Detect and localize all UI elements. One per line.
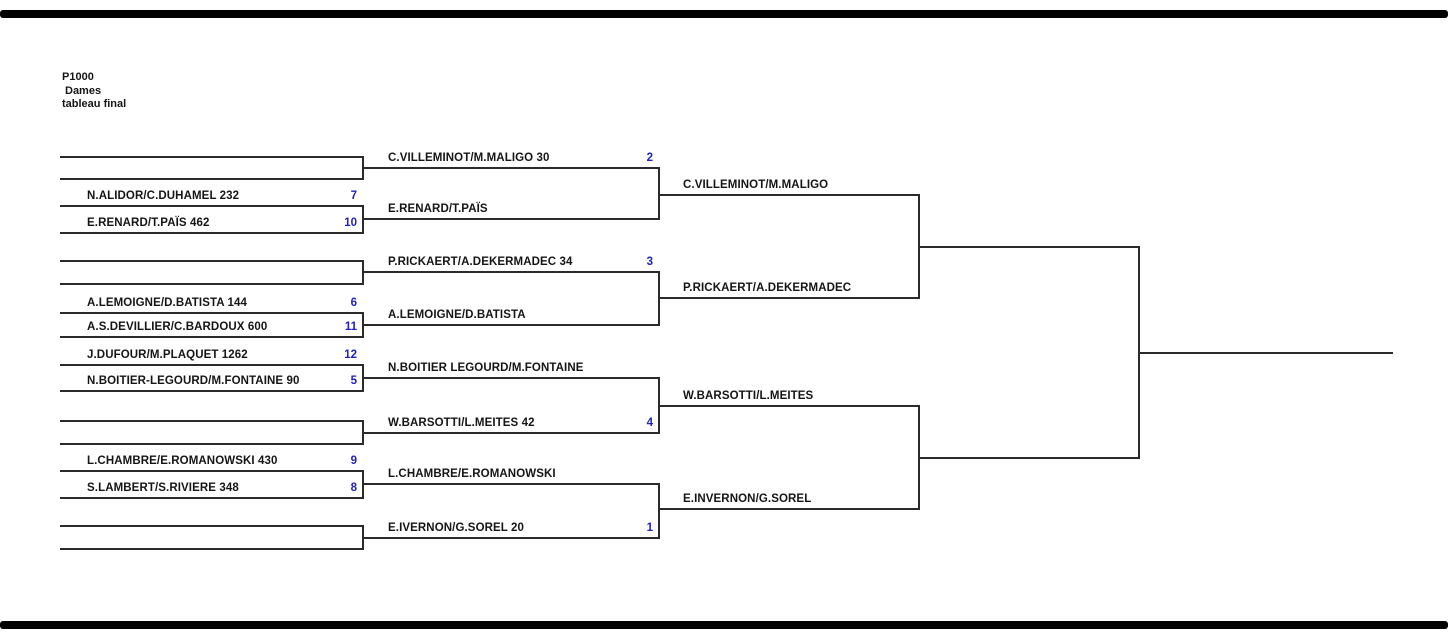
- tournament-stage: tableau final: [62, 98, 127, 110]
- bracket-line-horizontal: [658, 194, 918, 196]
- seed-number: 11: [344, 321, 357, 333]
- bracket-line-horizontal: [362, 483, 658, 485]
- bracket-line-horizontal: [60, 525, 362, 527]
- bracket-line-vertical: [658, 483, 660, 539]
- seed-number: 1: [646, 522, 653, 534]
- bracket-line-horizontal: [60, 312, 362, 314]
- team-label: S.LAMBERT/S.RIVIERE 348: [87, 482, 239, 494]
- bracket-line-horizontal: [658, 508, 918, 510]
- bracket-line-horizontal: [60, 178, 362, 180]
- bottom-border-bar: [0, 621, 1448, 629]
- seed-number: 8: [350, 482, 357, 494]
- team-label: E.INVERNON/G.SOREL: [683, 493, 812, 505]
- bracket-line-horizontal: [362, 324, 658, 326]
- team-label: P.RICKAERT/A.DEKERMADEC: [683, 282, 852, 294]
- top-border-bar: [0, 10, 1448, 18]
- bracket-line-horizontal: [362, 537, 658, 539]
- seed-number: 9: [350, 455, 357, 467]
- bracket-line-horizontal: [60, 232, 362, 234]
- bracket-line-horizontal: [362, 377, 658, 379]
- bracket-line-horizontal: [362, 271, 658, 273]
- tournament-category: P1000: [62, 71, 94, 83]
- seed-number: 2: [646, 152, 653, 164]
- team-label: W.BARSOTTI/L.MEITES: [683, 390, 814, 402]
- bracket-line-horizontal: [60, 336, 362, 338]
- bracket-line-horizontal: [362, 167, 658, 169]
- seed-number: 4: [646, 417, 653, 429]
- team-label: L.CHAMBRE/E.ROMANOWSKI: [388, 468, 556, 480]
- team-label: C.VILLEMINOT/M.MALIGO: [683, 179, 829, 191]
- seed-number: 12: [344, 349, 357, 361]
- bracket-line-horizontal: [362, 218, 658, 220]
- team-label: W.BARSOTTI/L.MEITES 42: [388, 417, 535, 429]
- team-label: P.RICKAERT/A.DEKERMADEC 34: [388, 256, 573, 268]
- team-label: A.LEMOIGNE/D.BATISTA: [388, 309, 526, 321]
- bracket-line-horizontal: [60, 260, 362, 262]
- team-label: N.ALIDOR/C.DUHAMEL 232: [87, 190, 240, 202]
- bracket-line-horizontal: [60, 390, 362, 392]
- bracket-line-horizontal: [658, 297, 918, 299]
- team-label: N.BOITIER-LEGOURD/M.FONTAINE 90: [87, 375, 300, 387]
- bracket-line-horizontal: [362, 432, 658, 434]
- bracket-line-horizontal: [918, 457, 1138, 459]
- bracket-line-horizontal: [60, 548, 362, 550]
- team-label: E.RENARD/T.PAÏS 462: [87, 217, 210, 229]
- tournament-division: Dames: [65, 84, 102, 97]
- team-label: E.RENARD/T.PAÏS: [388, 203, 488, 215]
- team-label: C.VILLEMINOT/M.MALIGO 30: [388, 152, 550, 164]
- bracket-line-vertical: [658, 167, 660, 220]
- seed-number: 10: [344, 217, 357, 229]
- bracket-line-horizontal: [60, 283, 362, 285]
- bracket-line-horizontal: [60, 470, 362, 472]
- bracket-line-horizontal: [918, 246, 1138, 248]
- team-label: J.DUFOUR/M.PLAQUET 1262: [87, 349, 248, 361]
- bracket-line-horizontal: [60, 420, 362, 422]
- tournament-header: P1000 Dames tableau final: [62, 71, 126, 112]
- bracket-line-horizontal: [1138, 352, 1393, 354]
- team-label: N.BOITIER LEGOURD/M.FONTAINE: [388, 362, 584, 374]
- seed-number: 6: [350, 297, 357, 309]
- team-label: A.S.DEVILLIER/C.BARDOUX 600: [87, 321, 268, 333]
- bracket-line-horizontal: [60, 443, 362, 445]
- bracket-line-horizontal: [658, 405, 918, 407]
- bracket-line-horizontal: [60, 364, 362, 366]
- team-label: A.LEMOIGNE/D.BATISTA 144: [87, 297, 248, 309]
- bracket-line-horizontal: [60, 205, 362, 207]
- team-label: L.CHAMBRE/E.ROMANOWSKI 430: [87, 455, 278, 467]
- seed-number: 3: [646, 256, 653, 268]
- seed-number: 5: [350, 375, 357, 387]
- bracket-line-horizontal: [60, 497, 362, 499]
- team-label: E.IVERNON/G.SOREL 20: [388, 522, 524, 534]
- seed-number: 7: [350, 190, 357, 202]
- bracket-line-horizontal: [60, 156, 362, 158]
